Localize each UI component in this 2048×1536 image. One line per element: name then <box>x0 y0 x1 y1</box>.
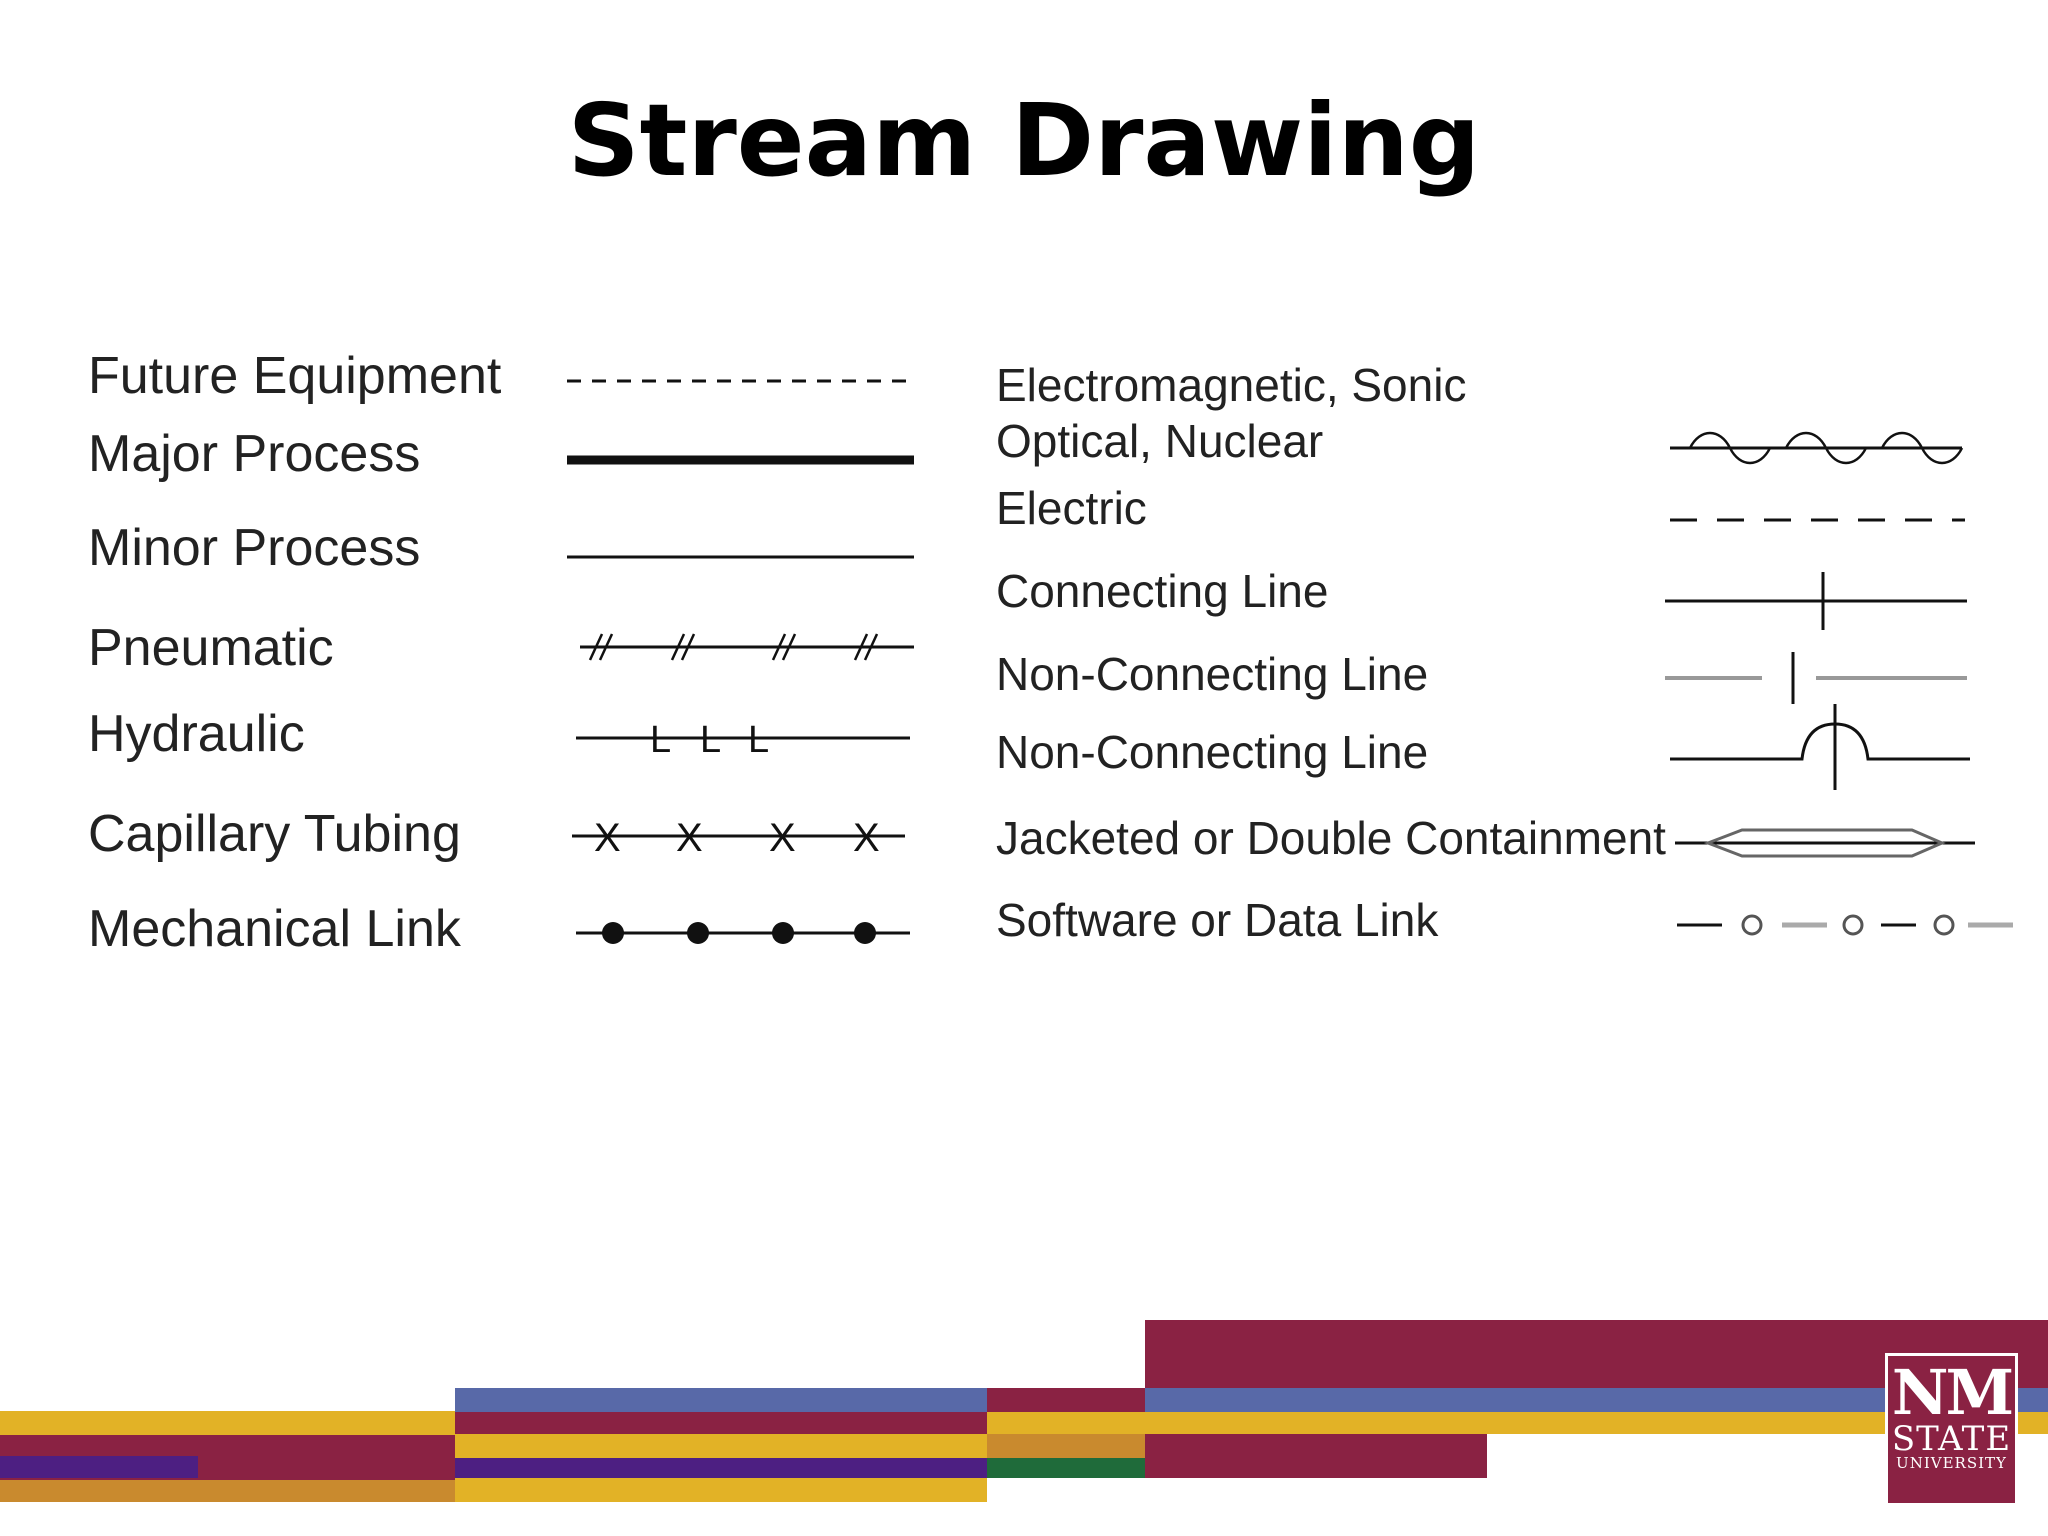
logo-line-university: UNIVERSITY <box>1896 1454 2007 1472</box>
symbol-double-slash-line <box>580 633 914 661</box>
label-capillary-tubing: Capillary Tubing <box>88 805 461 863</box>
logo-line-state: STATE <box>1891 1419 2012 1459</box>
symbol-crossing-tick-line <box>1665 572 1967 630</box>
band-orange-left <box>0 1480 455 1502</box>
band-gold-narrow <box>987 1412 1145 1434</box>
label-major-process: Major Process <box>88 425 421 483</box>
hydraulic-marker-1: L <box>650 719 671 761</box>
capillary-marker-4: X <box>853 816 880 860</box>
band-maroon-narrow <box>987 1388 1145 1412</box>
label-minor-process: Minor Process <box>88 519 421 577</box>
label-electromagnetic-sonic: Electromagnetic, Sonic <box>996 359 1467 411</box>
band-orange-narrow <box>987 1434 1145 1458</box>
label-jacketed-double-containment: Jacketed or Double Containment <box>996 812 1666 864</box>
label-software-data-link: Software or Data Link <box>996 894 1439 946</box>
capillary-marker-1: X <box>594 816 621 860</box>
label-optical-nuclear: Optical, Nuclear <box>996 415 1324 467</box>
band-green-narrow <box>987 1458 1145 1478</box>
band-gold-mid <box>455 1434 987 1458</box>
hydraulic-marker-2: L <box>700 719 721 761</box>
symbol-hop-over-line <box>1670 704 1970 790</box>
symbol-circle-dash-line <box>1677 914 2013 936</box>
capillary-marker-3: X <box>769 816 796 860</box>
label-electric: Electric <box>996 482 1147 534</box>
band-maroon-right-bottom <box>1145 1434 1487 1478</box>
band-gold-right <box>1145 1412 2048 1434</box>
label-hydraulic: Hydraulic <box>88 705 305 763</box>
band-purple-mid <box>455 1458 987 1478</box>
label-non-connecting-line-2: Non-Connecting Line <box>996 726 1429 778</box>
band-gold-left <box>0 1411 455 1435</box>
capillary-marker-2: X <box>676 816 703 860</box>
symbol-broken-gap-line <box>1665 652 1967 704</box>
band-blue-mid <box>455 1388 987 1412</box>
label-future-equipment: Future Equipment <box>88 347 502 405</box>
label-non-connecting-line-1: Non-Connecting Line <box>996 648 1429 700</box>
band-maroon-mid <box>455 1412 987 1434</box>
hydraulic-marker-3: L <box>748 719 769 761</box>
symbol-sine-wave-line <box>1670 431 1964 465</box>
band-gold-mid-2 <box>455 1478 987 1502</box>
nmsu-logo: NM STATE UNIVERSITY <box>1885 1353 2018 1506</box>
label-mechanical-link: Mechanical Link <box>88 900 461 958</box>
slide-title: Stream Drawing <box>567 82 1481 199</box>
symbol-double-containment-line <box>1675 828 1975 858</box>
label-connecting-line: Connecting Line <box>996 565 1329 617</box>
logo-line-nm: NM <box>1891 1356 2014 1429</box>
symbol-dot-marked-line <box>576 922 910 944</box>
band-purple-left <box>0 1456 198 1478</box>
label-pneumatic: Pneumatic <box>88 619 334 677</box>
